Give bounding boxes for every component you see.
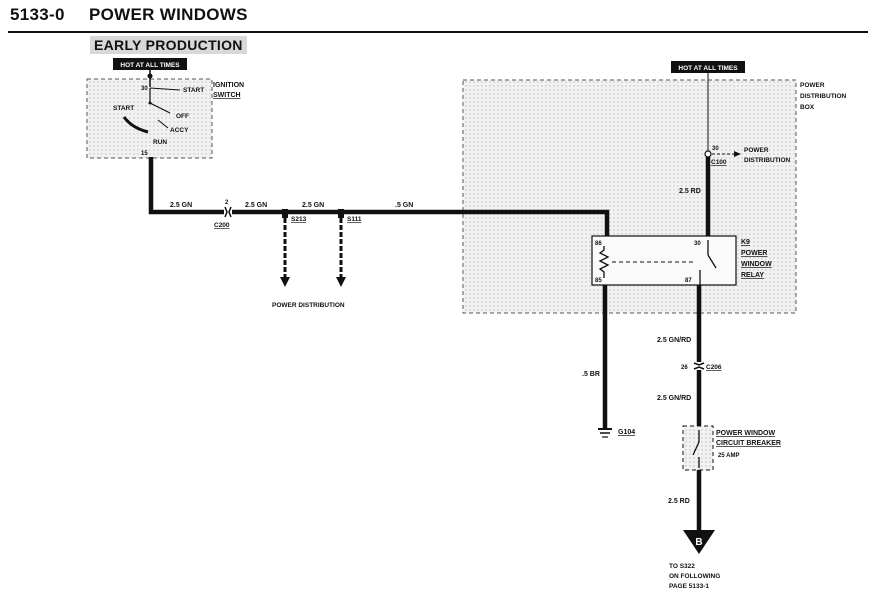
wire-label-5: 2.5 RD	[679, 188, 701, 195]
splice-s213: S213	[291, 216, 307, 223]
breaker-label-2: CIRCUIT BREAKER	[716, 440, 781, 447]
section-code: 5133-0	[10, 5, 65, 24]
wire-label-9: 2.5 RD	[668, 498, 690, 505]
switch-arm	[149, 102, 171, 114]
connector-c206	[693, 362, 705, 370]
wire-label-2: 2.5 GN	[245, 202, 267, 209]
hot-tag-right: HOT AT ALL TIMES	[678, 65, 738, 72]
arrow-s213	[280, 277, 290, 287]
switch-start-arc	[122, 116, 149, 134]
switch-pos-off: OFF	[176, 113, 189, 120]
relay-label-2: WINDOW	[741, 261, 772, 268]
splice-s111-mark	[338, 209, 344, 218]
relay-contact-arm	[707, 254, 717, 269]
relay-coil	[598, 246, 610, 278]
relay-pin-86: 86	[595, 241, 602, 247]
c100-pin: 30	[712, 146, 719, 152]
pdb-out-label-2: DISTRIBUTION	[744, 157, 791, 164]
relay-pin-85: 85	[595, 278, 602, 284]
ign-pin-in: 30	[141, 86, 148, 92]
pdb-label-3: BOX	[800, 104, 815, 111]
splice-s213-mark	[282, 209, 288, 218]
switch-pos-start: START	[183, 87, 204, 94]
relay-pin-30: 30	[694, 241, 701, 247]
wire-label-8: 2.5 GN/RD	[657, 395, 691, 402]
ground-label: G104	[618, 429, 635, 436]
continuation-line-2: ON FOLLOWING	[669, 573, 720, 580]
c206-gap	[695, 362, 704, 370]
breaker-label-1: POWER WINDOW	[716, 430, 775, 437]
wire-label-3: 2.5 GN	[302, 202, 324, 209]
page-title: POWER WINDOWS	[89, 5, 248, 24]
relay-label-1: POWER	[741, 250, 767, 257]
c206-label: C206	[706, 364, 722, 371]
switch-pos-accy: ACCY	[170, 127, 189, 134]
continuation-line-1: TO S322	[669, 563, 695, 570]
terminal-dot	[147, 73, 153, 79]
relay-pin-87: 87	[685, 278, 692, 284]
c100-terminal	[704, 150, 712, 158]
production-label: EARLY PRODUCTION	[90, 36, 247, 54]
c100-label: C100	[711, 159, 727, 166]
splice-s111: S111	[347, 216, 362, 223]
power-distribution-label: POWER DISTRIBUTION	[272, 302, 345, 309]
c200-label: C200	[214, 222, 230, 229]
hot-tag-right-bg	[671, 61, 745, 73]
wire-label-6: .5 BR	[582, 371, 600, 378]
breaker-rating: 25 AMP	[718, 453, 739, 459]
pdb-label-1: POWER	[800, 82, 825, 89]
wire-label-7: 2.5 GN/RD	[657, 337, 691, 344]
continuation-line-3: PAGE 5133-1	[669, 583, 709, 590]
ignition-title-1: IGNITION	[213, 82, 244, 89]
breaker-contact-arm	[692, 441, 700, 456]
arrow-s111	[336, 277, 346, 287]
pdb-label-2: DISTRIBUTION	[800, 93, 847, 100]
switch-pos-start-label: START	[113, 105, 134, 112]
continuation-letter: B	[695, 537, 702, 548]
ign-pin-out: 15	[141, 151, 148, 157]
wire-label-1: 2.5 GN	[170, 202, 192, 209]
wire-label-4: .5 GN	[395, 202, 413, 209]
ignition-title-2: SWITCH	[213, 92, 241, 99]
wire-gap	[224, 208, 232, 216]
switch-pos-run: RUN	[153, 139, 167, 146]
switch-start-line	[149, 87, 181, 91]
pdb-out-arrow	[734, 151, 741, 157]
hot-tag-left: HOT AT ALL TIMES	[120, 62, 180, 69]
relay-k9-body	[591, 235, 737, 286]
switch-accy-arrow	[157, 119, 169, 129]
relay-label-3: RELAY	[741, 272, 764, 279]
c206-pin: 26	[681, 365, 688, 371]
header-rule	[8, 31, 868, 33]
pdb-out-label-1: POWER	[744, 147, 769, 154]
switch-pivot	[148, 101, 152, 105]
breaker-box	[682, 425, 714, 471]
wire-ignition-to-relay	[148, 157, 610, 236]
relay-id: K9	[741, 239, 750, 246]
c200-pin: 2	[225, 200, 229, 206]
hot-tag-left-bg	[113, 58, 187, 70]
connector-c200	[224, 206, 232, 218]
continuation-arrow	[683, 530, 715, 554]
